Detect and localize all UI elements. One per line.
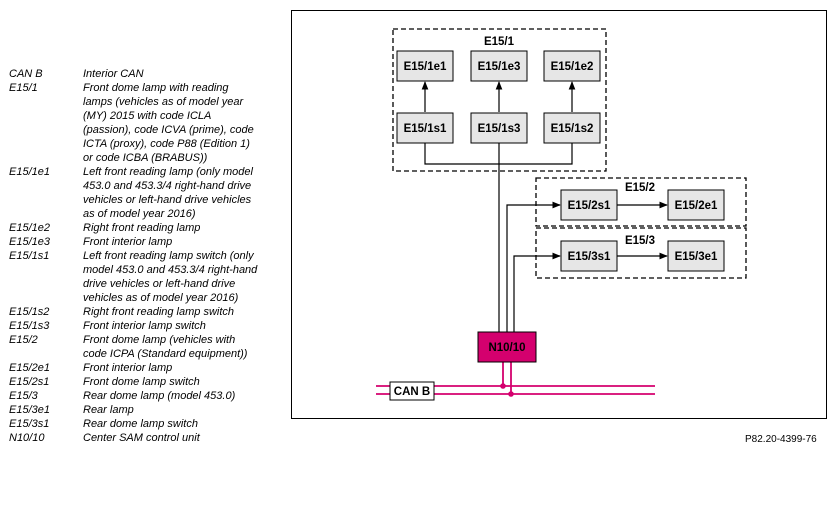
legend-row: E15/2 Front dome lamp (vehicles with code…: [9, 333, 279, 361]
legend-description: Right front reading lamp switch: [83, 306, 235, 318]
legend-code: E15/1s2: [9, 306, 50, 318]
legend-code: E15/1: [9, 82, 38, 94]
legend-row: CAN B Interior CAN: [9, 67, 279, 81]
legend-row: E15/1s1 Left front reading lamp switch (o…: [9, 249, 279, 305]
node-e15-3s1: [560, 240, 618, 272]
legend-row: E15/3 Rear dome lamp (model 453.0): [9, 389, 279, 403]
node-e15-1s3-label: E15/1s3: [478, 123, 521, 135]
legend-code: E15/1s3: [9, 320, 50, 332]
group-e15-1-frame: [392, 28, 607, 172]
can-bus-junction-low: [508, 391, 514, 397]
legend-row: E15/3e1 Rear lamp: [9, 403, 279, 417]
legend-row: E15/1s2 Right front reading lamp switch: [9, 305, 279, 319]
legend-code: E15/1e2: [9, 222, 50, 234]
can-b-box: [389, 381, 435, 401]
legend-code: E15/2s1: [9, 376, 50, 388]
node-e15-1e1-label: E15/1e1: [404, 61, 447, 73]
group-e15-3-frame: [535, 227, 747, 279]
node-e15-3e1-label: E15/3e1: [675, 251, 718, 263]
legend-code: E15/2: [9, 334, 38, 346]
node-n10-10: [477, 331, 537, 363]
reference-code: P82.20-4399-76: [745, 434, 817, 445]
legend: CAN B Interior CAN E15/1 Front dome lamp wi…: [9, 67, 279, 445]
legend-row: E15/2e1 Front interior lamp: [9, 361, 279, 375]
legend-row: E15/1s3 Front interior lamp switch: [9, 319, 279, 333]
legend-code: E15/1e3: [9, 236, 50, 248]
legend-row: E15/2s1 Front dome lamp switch: [9, 375, 279, 389]
legend-row: N10/10 Center SAM control unit: [9, 431, 279, 445]
node-e15-2e1: [667, 189, 725, 221]
legend-code: E15/3: [9, 390, 38, 402]
node-e15-1e1: [396, 50, 454, 82]
legend-description: Front interior lamp: [83, 362, 173, 374]
node-e15-1s1: [396, 112, 454, 144]
legend-code: E15/3s1: [9, 418, 50, 430]
group-e15-1-label: E15/1: [484, 36, 515, 48]
legend-row: E15/1e1 Left front reading lamp (only mod…: [9, 165, 279, 221]
node-e15-1s2: [543, 112, 601, 144]
legend-code: N10/10: [9, 432, 45, 444]
legend-description: Front dome lamp with reading lamps (vehi…: [83, 82, 254, 164]
wire-n10-10-to-e15-3s1: [513, 252, 561, 332]
node-e15-1e2-label: E15/1e2: [551, 61, 594, 73]
legend-code: E15/2e1: [9, 362, 50, 374]
legend-row: E15/1e2 Right front reading lamp: [9, 221, 279, 235]
group-e15-2-label: E15/2: [625, 182, 655, 194]
legend-description: Front dome lamp switch: [83, 376, 200, 388]
group-e15-2-frame: [535, 177, 747, 227]
legend-description: Front interior lamp switch: [83, 320, 206, 332]
legend-description: Right front reading lamp: [83, 222, 201, 234]
node-e15-2e1-label: E15/2e1: [675, 200, 718, 212]
node-e15-1e3-label: E15/1e3: [478, 61, 521, 73]
group-e15-3-label: E15/3: [625, 235, 655, 247]
node-e15-1s2-label: E15/1s2: [551, 123, 594, 135]
node-n10-10-label: N10/10: [488, 342, 525, 354]
legend-description: Center SAM control unit: [83, 432, 200, 444]
legend-description: Interior CAN: [83, 68, 144, 80]
legend-description: Left front reading lamp (only model 453.…: [83, 166, 253, 220]
legend-code: E15/1e1: [9, 166, 50, 178]
legend-description: Rear dome lamp switch: [83, 418, 198, 430]
wire-n10-10-to-e15-2s1: [506, 201, 561, 332]
legend-row: E15/1 Front dome lamp with reading lamps …: [9, 81, 279, 165]
node-e15-2s1-label: E15/2s1: [568, 200, 611, 212]
legend-description: Rear dome lamp (model 453.0): [83, 390, 236, 402]
node-e15-1s3: [470, 112, 528, 144]
node-e15-3s1-label: E15/3s1: [568, 251, 611, 263]
legend-code: E15/1s1: [9, 250, 50, 262]
node-e15-2s1: [560, 189, 618, 221]
can-b-label: CAN B: [394, 386, 430, 398]
node-e15-3e1: [667, 240, 725, 272]
can-bus-junction-high: [500, 383, 506, 389]
legend-description: Rear lamp: [83, 404, 134, 416]
diagram-frame: [291, 10, 827, 419]
legend-description: Front interior lamp: [83, 236, 173, 248]
legend-code: E15/3e1: [9, 404, 50, 416]
legend-row: E15/3s1 Rear dome lamp switch: [9, 417, 279, 431]
legend-row: E15/1e3 Front interior lamp: [9, 235, 279, 249]
node-e15-1e3: [470, 50, 528, 82]
legend-description: Front dome lamp (vehicles with code ICPA…: [83, 334, 248, 360]
node-e15-1s1-label: E15/1s1: [404, 123, 447, 135]
legend-code: CAN B: [9, 68, 43, 80]
node-e15-1e2: [543, 50, 601, 82]
legend-description: Left front reading lamp switch (only mod…: [83, 250, 258, 304]
